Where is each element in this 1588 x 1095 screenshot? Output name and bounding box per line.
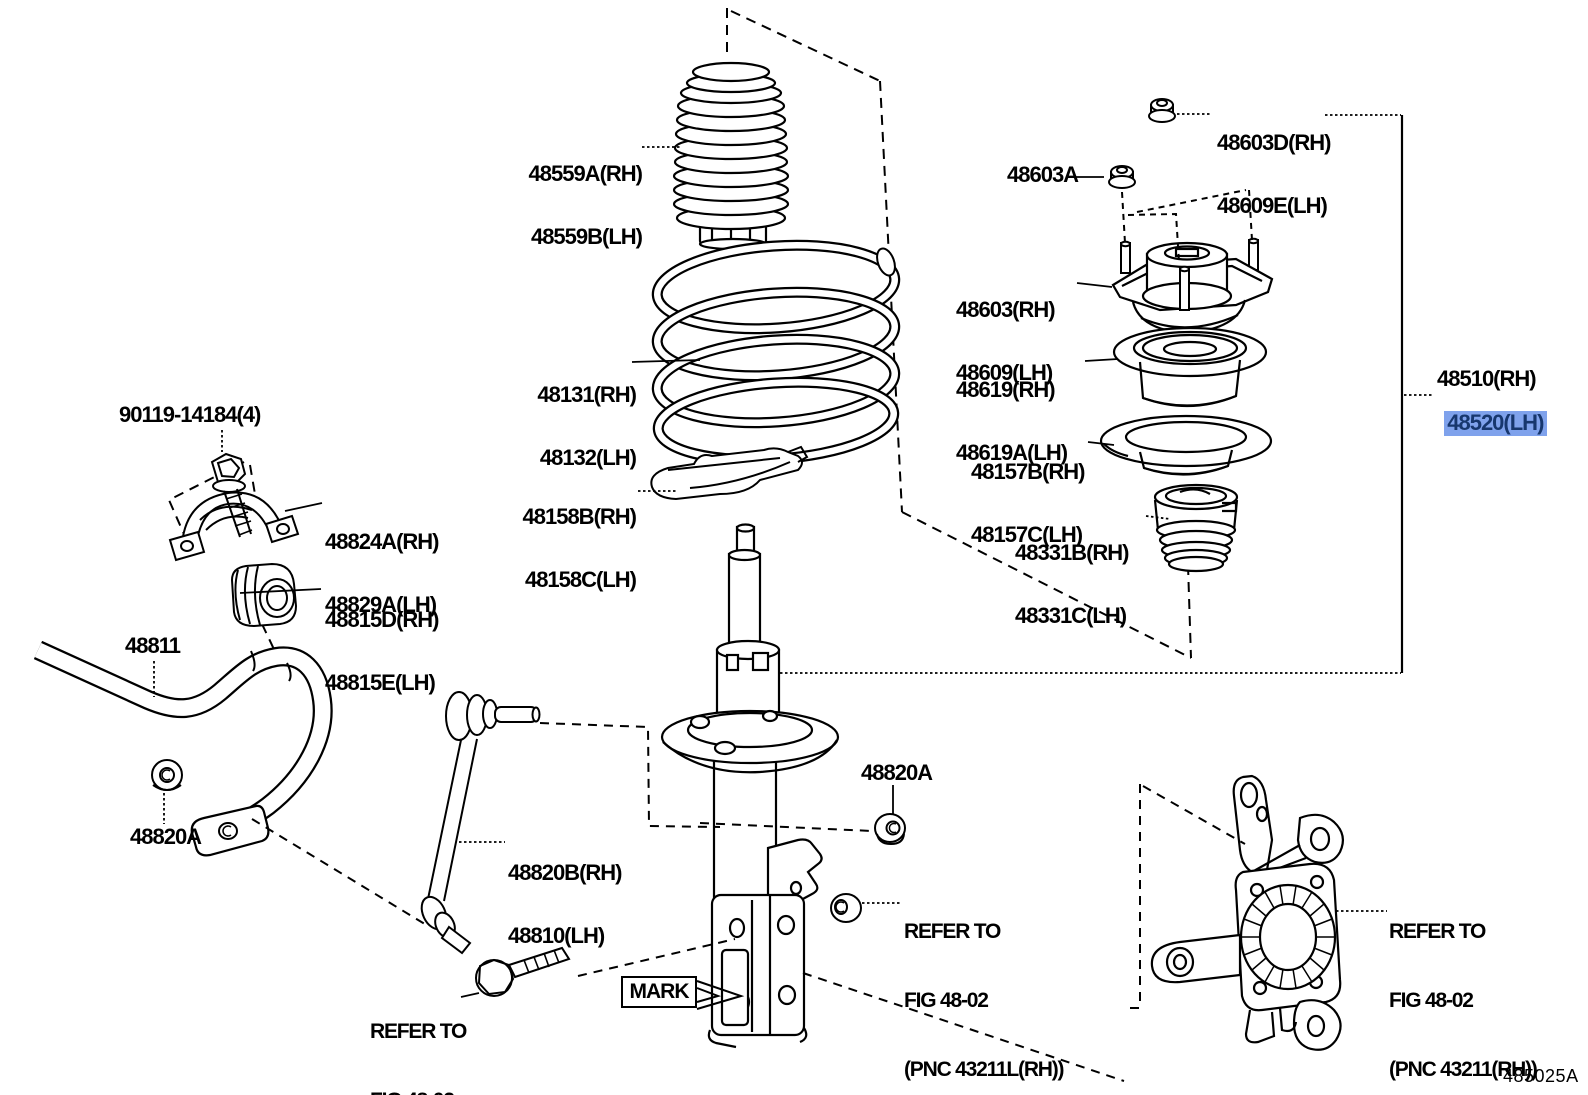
part-label-48603[interactable]: 48603(RH) 48609(LH)	[956, 297, 1056, 385]
stabilizer-link-nut-right	[874, 813, 906, 846]
part-label-48820A-left[interactable]: 48820A	[130, 824, 202, 849]
stabilizer-bar	[33, 640, 333, 857]
part-label-48520-selected[interactable]: 48520(LH)	[1437, 390, 1548, 436]
stabilizer-bushing	[230, 562, 298, 628]
mark-arrow	[696, 980, 745, 1010]
steering-knuckle	[1150, 774, 1345, 1051]
part-label-48619[interactable]: 48619(RH) 48619A(LH)	[956, 377, 1068, 465]
part-label-48815D[interactable]: 48815D(RH) 48815E(LH)	[325, 607, 439, 695]
part-label-90119[interactable]: 90119-14184(4)	[119, 402, 261, 427]
refer-note-mid: REFER TO FIG 48-02 (PNC 43211L(RH)) (PNC…	[904, 920, 1065, 1081]
solid-leaders	[239, 115, 1404, 998]
coil-spring	[651, 239, 901, 466]
part-label-48824A[interactable]: 48824A(RH) 48829A(LH)	[325, 529, 439, 617]
stabilizer-bracket-clamp	[168, 491, 300, 562]
dust-boot	[672, 61, 790, 251]
mark-callout: MARK	[621, 976, 697, 1008]
part-label-48510[interactable]: 48510(RH)	[1437, 366, 1537, 391]
part-label-48820A-right[interactable]: 48820A	[861, 760, 933, 785]
part-label-48603A[interactable]: 48603A	[1007, 162, 1079, 187]
part-label-48811[interactable]: 48811	[125, 633, 181, 658]
bracket-grommet	[830, 893, 862, 923]
suspension-support	[1111, 237, 1274, 335]
strut-knuckle-bolt	[475, 946, 571, 997]
spring-upper-insulator	[1099, 414, 1273, 476]
part-label-48603D[interactable]: 48603D(RH) 48609E(LH)	[1217, 130, 1331, 218]
refer-note-right: REFER TO FIG 48-02 (PNC 43211(RH)) (PNC …	[1389, 920, 1538, 1081]
stabilizer-link-nut-left	[151, 759, 183, 791]
stabilizer-bracket-bolt	[210, 452, 253, 538]
part-label-48820B[interactable]: 48820B(RH) 48810(LH)	[508, 860, 622, 948]
spring-lower-insulator	[650, 445, 809, 501]
assembly-boundary-dashes	[167, 8, 1192, 663]
dotted-leaders	[153, 113, 1432, 912]
part-label-48559[interactable]: 48559A(RH) 48559B(LH)	[528, 161, 644, 249]
support-nut	[1108, 165, 1136, 189]
part-label-48331B[interactable]: 48331B(RH) 48331C(LH)	[1015, 540, 1129, 628]
strut-shock-absorber	[660, 523, 840, 1049]
support-lock-nut	[1148, 98, 1176, 123]
bump-stopper	[1153, 483, 1239, 573]
strut-bearing	[1112, 326, 1268, 408]
part-label-48157B[interactable]: 48157B(RH) 48157C(LH)	[971, 459, 1085, 547]
stabilizer-link	[420, 691, 541, 955]
selected-part-highlight[interactable]: 48520(LH)	[1444, 411, 1548, 436]
figure-code: 485025A	[1503, 1066, 1579, 1086]
part-label-48131[interactable]: 48131(RH) 48132(LH)	[537, 382, 637, 470]
refer-note-bottom: REFER TO FIG 48-02 (PNC 43211K(RH)) (PNC…	[370, 1020, 467, 1095]
fitment-dashes	[251, 189, 1253, 1082]
part-label-48158B[interactable]: 48158B(RH) 48158C(LH)	[522, 504, 638, 592]
